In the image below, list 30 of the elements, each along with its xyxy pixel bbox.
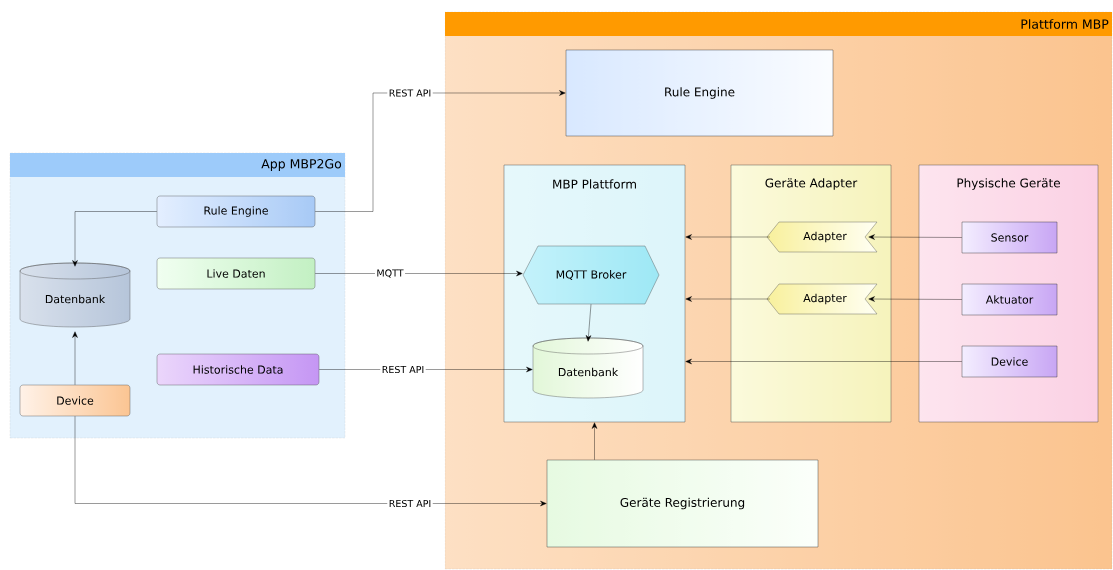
edge-label: REST API xyxy=(387,87,433,99)
arrow xyxy=(685,296,770,302)
component-box: Rule Engine xyxy=(156,195,316,228)
database-cylinder: Datenbank xyxy=(532,337,644,399)
edge-label: MQTT xyxy=(374,267,406,280)
adapter-chevron: Adapter xyxy=(766,221,878,253)
arrow xyxy=(72,331,78,385)
database-cylinder: Datenbank xyxy=(19,262,131,328)
arrow xyxy=(72,211,157,267)
component-box: Historische Data xyxy=(156,353,320,386)
arrow xyxy=(685,234,770,240)
process-box: Geräte Registrierung xyxy=(546,459,819,548)
adapter-chevron: Adapter xyxy=(766,283,878,315)
process-box: Rule Engine xyxy=(565,49,834,137)
arrow xyxy=(868,234,962,240)
edge-label: REST API xyxy=(387,498,433,509)
arrow xyxy=(591,422,598,460)
broker-hexagon: MQTT Broker xyxy=(522,245,660,305)
arrow xyxy=(585,304,592,342)
arrow xyxy=(315,270,523,277)
arrow xyxy=(74,416,547,507)
component-box: Device xyxy=(19,384,131,417)
arrow xyxy=(315,90,566,212)
arrow xyxy=(685,358,962,365)
device-box: Device xyxy=(961,345,1058,378)
device-box: Aktuator xyxy=(961,283,1058,316)
arrow xyxy=(868,296,962,302)
component-box: Live Daten xyxy=(156,257,316,290)
edge-label: REST API xyxy=(380,364,426,375)
device-box: Sensor xyxy=(961,221,1058,254)
